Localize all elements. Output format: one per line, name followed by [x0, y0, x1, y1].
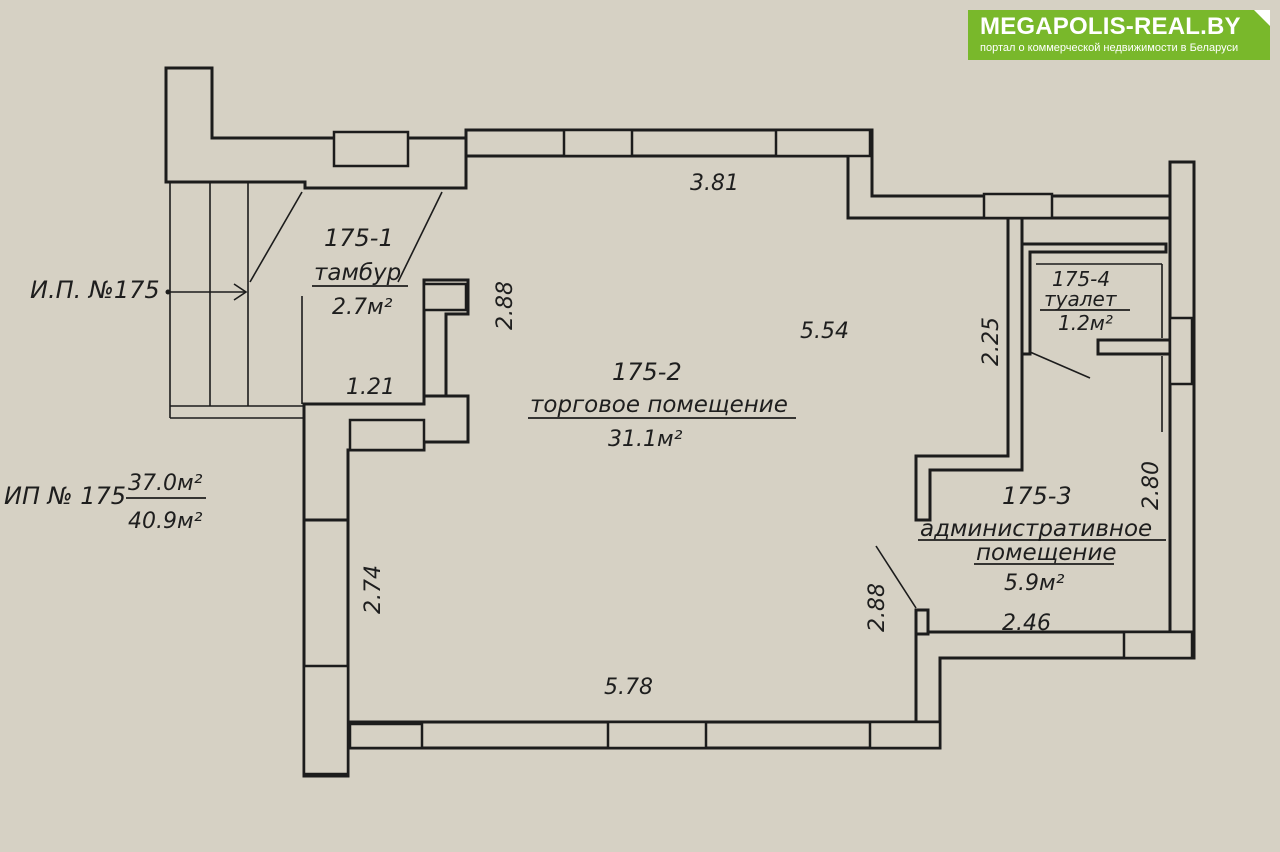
room-toilet-area: 1.2м²	[1058, 311, 1113, 335]
entrance-arrow	[165, 283, 248, 301]
window-right-1	[1168, 316, 1194, 386]
dim-toilet-height: 2.25	[979, 317, 1004, 366]
dim-office-height: 2.80	[1139, 461, 1164, 510]
door-swing	[1029, 351, 1091, 379]
wall-right	[1168, 160, 1196, 660]
room-toilet-name: туалет	[1044, 287, 1118, 311]
window-bottom-1	[348, 722, 424, 750]
room-office-area: 5.9м²	[1004, 571, 1065, 596]
door-swing	[249, 191, 303, 283]
room-vestibule-area: 2.7м²	[332, 295, 393, 320]
wall-vestibule-partition	[302, 394, 470, 522]
wall-office-partition	[914, 216, 1024, 522]
windows	[302, 128, 1194, 776]
room-toilet-id: 175-4	[1052, 267, 1110, 291]
window-left-lower	[302, 664, 350, 776]
room-office-name-line2: помещение	[976, 540, 1117, 566]
window-bottom-3	[868, 720, 942, 750]
window-top-2	[774, 128, 872, 158]
door-swing	[397, 191, 443, 283]
wall-toilet-stub	[1096, 338, 1172, 356]
entrance-label: И.П. №175	[30, 276, 160, 304]
summary-area-total: 40.9м²	[128, 509, 203, 534]
room-office-id: 175-3	[1002, 482, 1072, 510]
window-bottom-2	[606, 720, 708, 750]
door-swing	[875, 545, 917, 609]
room-sales-id: 175-2	[612, 358, 682, 386]
window-top-3	[982, 192, 1054, 220]
dim-sales-right: 5.54	[800, 319, 849, 344]
room-vestibule-name: тамбур	[314, 260, 401, 286]
window-left-mid	[348, 418, 426, 452]
summary-label: ИП № 175	[4, 482, 126, 510]
window-vestibule	[332, 130, 410, 168]
room-vestibule-id: 175-1	[324, 224, 394, 252]
brand-banner[interactable]: MEGAPOLIS-REAL.BY портал о коммерческой …	[968, 10, 1270, 60]
thin-lines	[169, 182, 1163, 609]
dim-vestibule-height: 2.88	[493, 281, 518, 330]
dim-top: 3.81	[690, 171, 739, 196]
dim-sales-left: 2.74	[361, 565, 386, 614]
dim-office-left: 2.88	[865, 583, 890, 632]
room-sales-name: торговое помещение	[530, 392, 788, 418]
summary-area-main: 37.0м²	[128, 471, 203, 496]
wall-office-door-stub	[914, 608, 930, 636]
dim-bottom: 5.78	[604, 675, 653, 700]
brand-tagline: портал о коммерческой недвижимости в Бел…	[980, 42, 1239, 54]
window-top-1	[562, 128, 634, 158]
window-pillar	[422, 282, 468, 312]
room-office-name-line1: административное	[920, 516, 1152, 542]
wall-vestibule-outer	[164, 66, 468, 190]
window-right-2	[1122, 630, 1194, 660]
dim-office-width: 2.46	[1002, 611, 1051, 636]
brand-corner-decoration	[1254, 10, 1270, 26]
dim-vestibule-width: 1.21	[346, 375, 395, 400]
brand-title: MEGAPOLIS-REAL.BY	[980, 13, 1241, 40]
room-sales-area: 31.1м²	[608, 427, 683, 452]
wall-toilet	[1020, 242, 1168, 356]
